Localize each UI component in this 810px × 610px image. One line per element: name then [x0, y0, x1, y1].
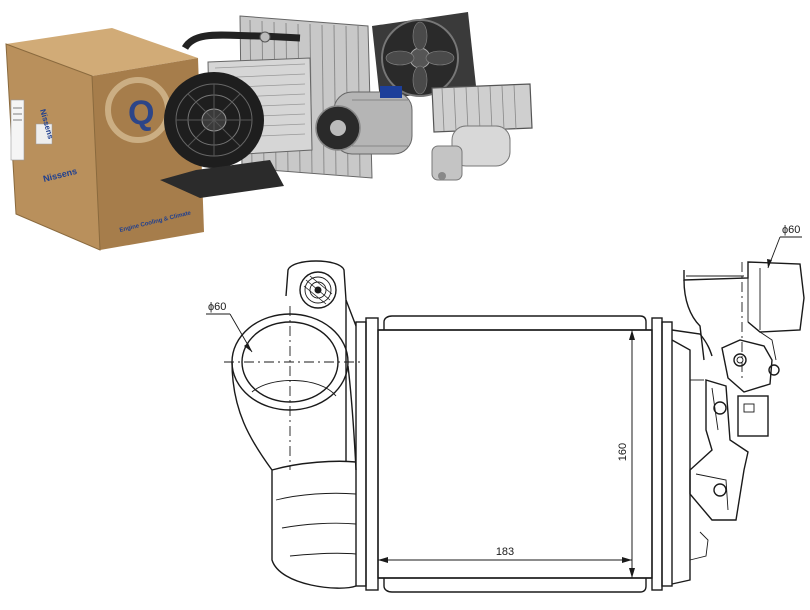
sensor-connector [721, 339, 780, 437]
cardboard-box-image: Q Nissens Nissens Engine Cooling & Clima… [5, 28, 204, 251]
dimension-outlet-diameter-label: ϕ60 [782, 224, 800, 236]
dimension-inlet-diameter: ϕ60 [206, 301, 253, 353]
product-photo: Q Nissens Nissens Engine Cooling & Clima… [5, 12, 533, 251]
right-outlet-tank [671, 261, 805, 585]
cooling-fan-image [372, 12, 476, 100]
receiver-drier-image [431, 125, 511, 181]
heater-core-image [431, 83, 533, 133]
dimension-height-label: 160 [617, 443, 629, 461]
ac-compressor-image [315, 86, 413, 155]
box-badge-letter: Q [128, 94, 154, 132]
left-inlet-tank [224, 260, 360, 589]
dimension-width-label: 183 [496, 546, 514, 558]
dimension-outlet-diameter: ϕ60 [767, 224, 802, 269]
dimension-height: 160 [617, 330, 635, 578]
blower-motor-image [160, 72, 284, 198]
dimension-width: 183 [378, 546, 632, 563]
dimension-inlet-diameter-label: ϕ60 [208, 301, 226, 313]
technical-drawing: 183 160 ϕ60 ϕ60 [206, 224, 805, 593]
